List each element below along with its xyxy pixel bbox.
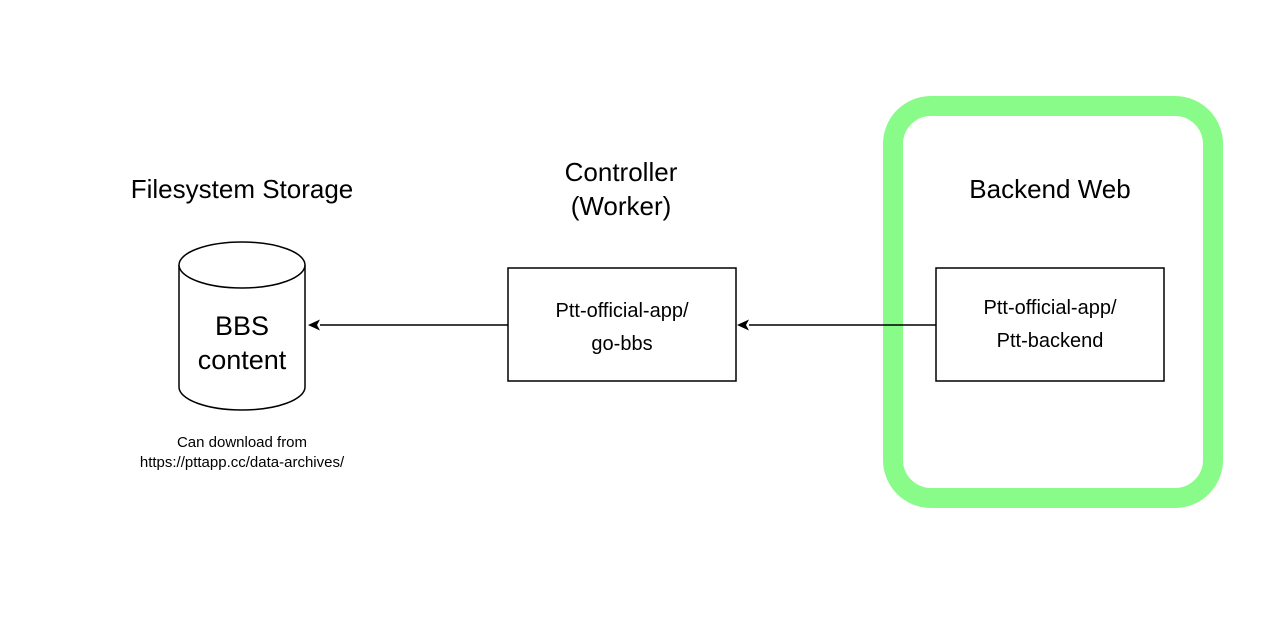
ptt-backend-line-1: Ptt-official-app/ [983,297,1117,319]
storage-heading-text: Filesystem Storage [130,174,354,204]
backend-highlight-frame [883,96,1223,508]
storage-heading: Filesystem Storage [92,172,392,206]
cylinder-label-line-2: content [197,345,287,375]
ptt-backend-box-label: Ptt-official-app/ Ptt-backend [936,292,1164,358]
go-bbs-line-1: Ptt-official-app/ [555,300,689,322]
controller-heading: Controller (Worker) [471,155,771,223]
bbs-content-cylinder [178,241,306,411]
cylinder-label-line-1: BBS [214,311,270,341]
ptt-backend-line-2: Ptt-backend [996,330,1104,352]
storage-download-note: Can download from https://pttapp.cc/data… [92,433,392,473]
backend-heading: Backend Web [900,172,1200,206]
controller-heading-line-1: Controller [564,157,678,187]
go-bbs-line-2: go-bbs [591,333,653,355]
go-bbs-box-label: Ptt-official-app/ go-bbs [508,295,736,361]
cylinder-label: BBS content [179,309,305,377]
note-line-1: Can download from [176,434,308,451]
backend-heading-text: Backend Web [969,174,1131,204]
controller-heading-line-2: (Worker) [570,191,672,221]
ptt-backend-box [935,267,1165,382]
note-line-2: https://pttapp.cc/data-archives/ [139,454,345,471]
